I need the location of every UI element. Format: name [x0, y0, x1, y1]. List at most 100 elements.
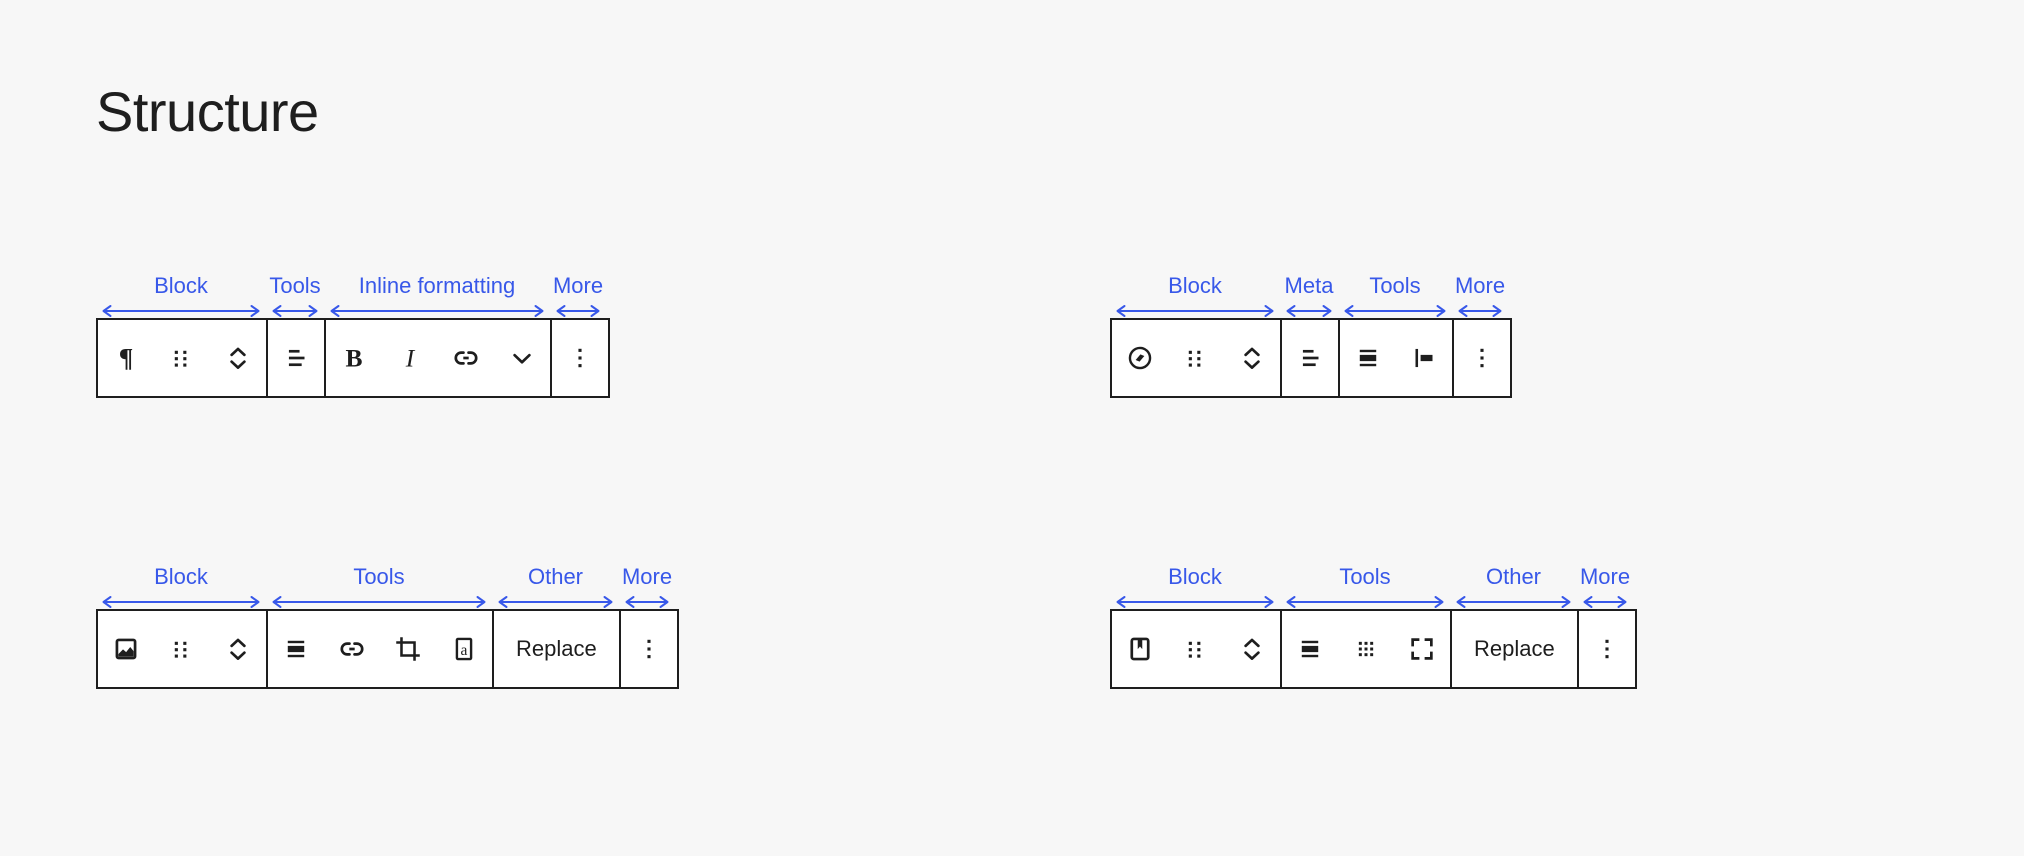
annotation-arrow [1344, 304, 1446, 318]
replace-button-label: Replace [516, 636, 597, 661]
align-center-icon[interactable] [1282, 611, 1338, 687]
drag-handle-icon[interactable] [1168, 320, 1224, 396]
chevron-down-icon[interactable] [494, 320, 550, 396]
more-options-icon[interactable] [621, 611, 677, 687]
move-updown-icon[interactable] [1224, 320, 1280, 396]
move-updown-icon [230, 347, 246, 369]
annotation-other: Other [1450, 564, 1577, 609]
drag-handle-icon[interactable] [1168, 611, 1224, 687]
align-center-icon [287, 640, 305, 658]
toolbar-group-block [1112, 320, 1282, 396]
annotation-block: Block [96, 564, 266, 609]
drag-handle-icon[interactable] [154, 320, 210, 396]
annotation-meta: Meta [1280, 273, 1338, 318]
annotation-label: More [1579, 564, 1631, 589]
annotation-arrow [1456, 595, 1571, 609]
italic-icon[interactable]: I [382, 320, 438, 396]
drag-handle-icon [174, 641, 187, 658]
move-updown-icon[interactable] [1224, 611, 1280, 687]
annotation-more: More [619, 564, 675, 609]
annotation-label: More [621, 564, 673, 589]
post-content-icon [1130, 637, 1150, 661]
annotation-tools: Tools [266, 273, 324, 318]
link-icon[interactable] [324, 611, 380, 687]
annotation-more: More [1452, 273, 1508, 318]
move-updown-icon[interactable] [210, 320, 266, 396]
more-options-icon[interactable] [1454, 320, 1510, 396]
toolbar-group-other: Replace [1452, 611, 1579, 687]
annotation-label: Block [154, 273, 208, 298]
more-options-icon [1480, 348, 1484, 368]
annotation-other: Other [492, 564, 619, 609]
link-icon[interactable] [438, 320, 494, 396]
toolbar-group-tools [1282, 611, 1452, 687]
replace-button[interactable]: Replace [1452, 611, 1577, 687]
annotation-arrow [1286, 595, 1444, 609]
align-text-icon [1302, 349, 1319, 367]
grid-icon[interactable] [1338, 611, 1394, 687]
bold-icon[interactable]: B [326, 320, 382, 396]
svg-text:¶: ¶ [119, 343, 134, 373]
toolbar-group-more [1454, 320, 1510, 396]
svg-text:B: B [345, 344, 362, 373]
link-icon [454, 351, 478, 365]
drag-handle-icon[interactable] [154, 611, 210, 687]
replace-button-label: Replace [1474, 636, 1555, 661]
annotation-label: Block [1168, 273, 1222, 298]
align-center-icon[interactable] [268, 611, 324, 687]
align-inline-left-icon[interactable] [1396, 320, 1452, 396]
move-updown-icon [230, 638, 246, 660]
paragraph-icon[interactable]: ¶ [98, 320, 154, 396]
alt-text-icon[interactable]: a [436, 611, 492, 687]
annotation-arrow [1116, 304, 1274, 318]
annotation-block: Block [1110, 564, 1280, 609]
annotation-label: More [552, 273, 604, 298]
annotation-label: Other [527, 564, 584, 589]
annotation-arrow [272, 595, 486, 609]
page-title: Structure [96, 80, 319, 143]
svg-text:I: I [405, 344, 416, 373]
fullscreen-icon[interactable] [1394, 611, 1450, 687]
move-updown-icon[interactable] [210, 611, 266, 687]
grid-icon [1358, 641, 1374, 657]
alt-text-icon: a [455, 637, 473, 661]
chevron-down-icon [513, 353, 531, 364]
navigation-block-toolbar [1110, 318, 1512, 398]
crop-icon[interactable] [380, 611, 436, 687]
more-options-icon [647, 639, 651, 659]
crop-icon [396, 637, 420, 661]
annotation-label: Tools [269, 273, 321, 298]
navigation-icon[interactable] [1112, 320, 1168, 396]
annotation-inline-formatting: Inline formatting [324, 273, 550, 318]
annotation-arrow [102, 595, 260, 609]
toolbar-group-block: ¶ [98, 320, 268, 396]
replace-button[interactable]: Replace [494, 611, 619, 687]
annotation-label: Meta [1284, 273, 1334, 298]
post-content-icon[interactable] [1112, 611, 1168, 687]
annotation-arrow [102, 304, 260, 318]
align-text-icon[interactable] [268, 320, 324, 396]
more-options-icon[interactable] [1579, 611, 1635, 687]
annotation-arrow [625, 595, 669, 609]
toolbar-group-more [1579, 611, 1635, 687]
image-block-toolbar: a Replace [96, 609, 679, 689]
image-icon[interactable] [98, 611, 154, 687]
annotation-more: More [1577, 564, 1633, 609]
annotation-tools: Tools [1338, 273, 1452, 318]
align-center-icon [1301, 640, 1319, 658]
align-text-icon[interactable] [1282, 320, 1338, 396]
toolbar-group-more [621, 611, 677, 687]
annotation-arrow [272, 304, 318, 318]
align-center-icon[interactable] [1340, 320, 1396, 396]
toolbar-group-meta [1282, 320, 1340, 396]
drag-handle-icon [1188, 641, 1201, 658]
toolbar-group-other: Replace [494, 611, 621, 687]
align-text-icon [288, 349, 305, 367]
media-block-toolbar: Replace [1110, 609, 1637, 689]
more-options-icon[interactable] [552, 320, 608, 396]
